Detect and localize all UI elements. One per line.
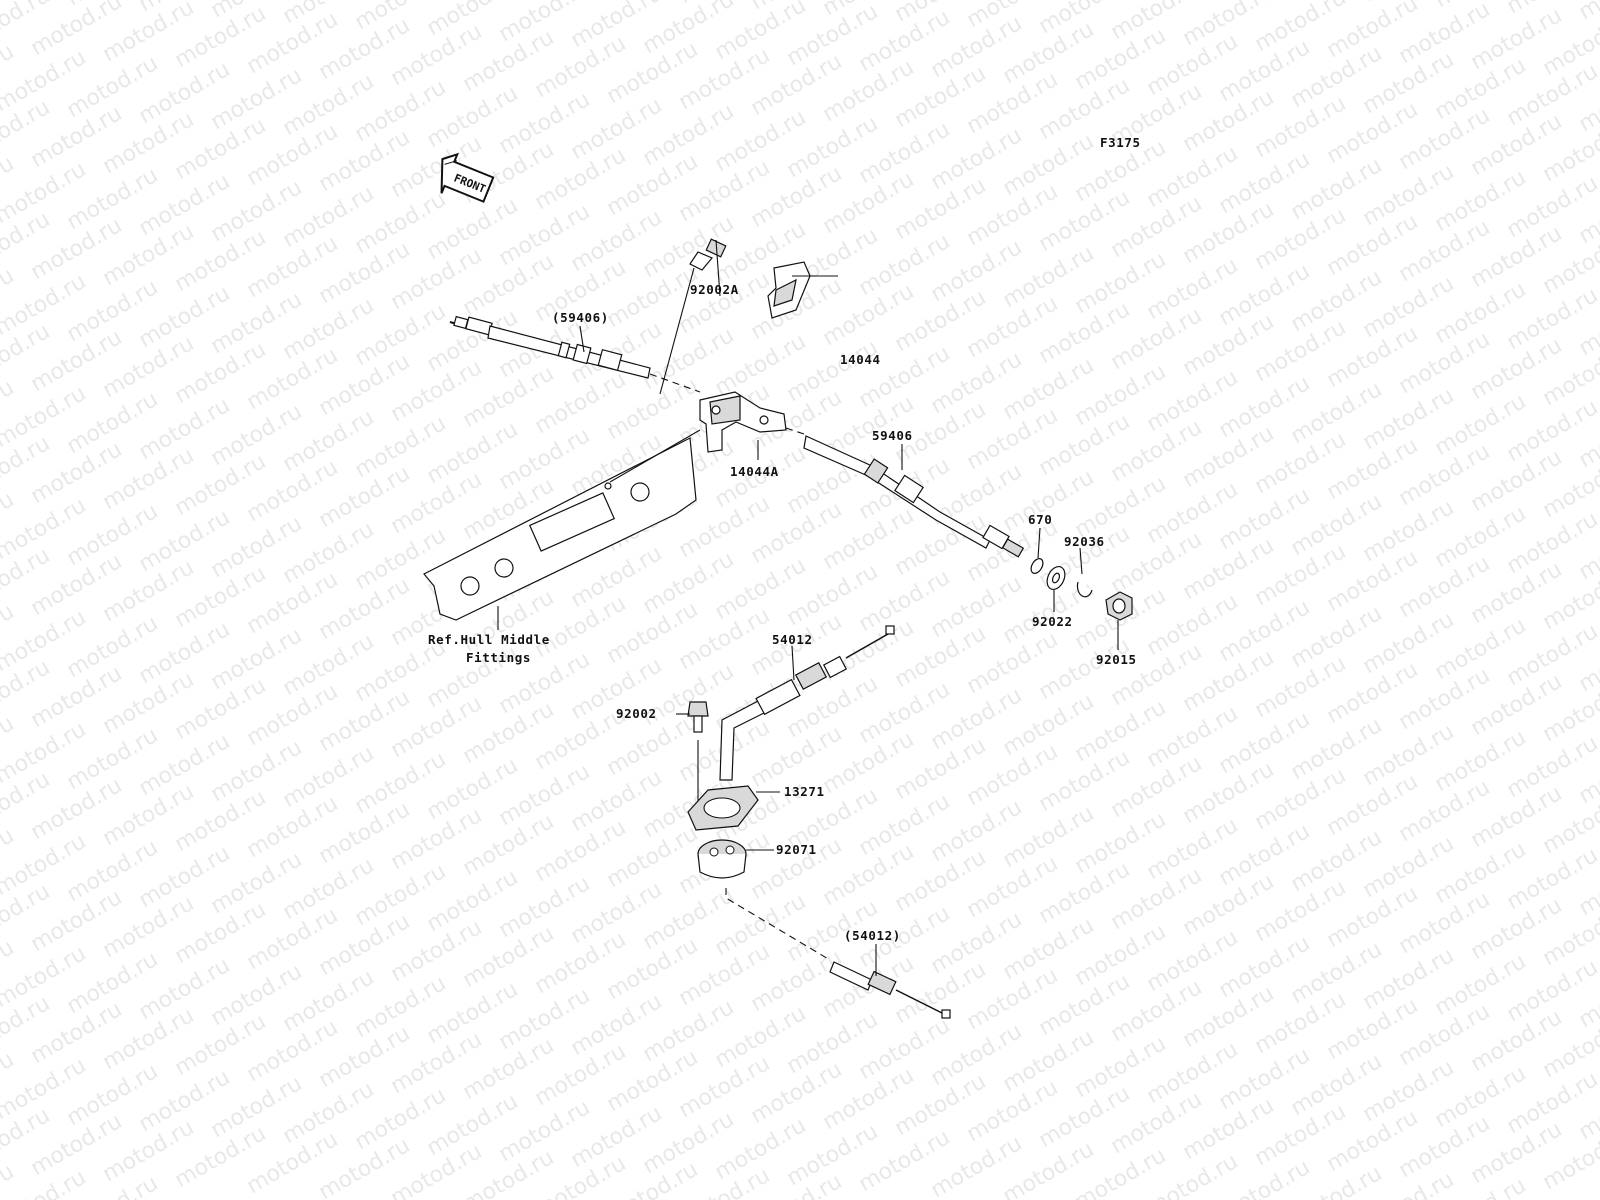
bolt-92002 <box>687 701 709 733</box>
bolt-leader-line <box>659 267 695 395</box>
callout-92002: 92002 <box>616 706 657 721</box>
callout-14044A: 14044A <box>730 464 779 479</box>
bracket-14044A <box>699 391 787 453</box>
front-arrow-icon: FRONT <box>440 152 495 203</box>
gasket-13271 <box>687 785 759 831</box>
callout-13271: 13271 <box>784 784 825 799</box>
callout-14044: 14044 <box>840 352 881 367</box>
figure-code: F3175 <box>1100 135 1141 150</box>
dash-link-2 <box>725 888 831 961</box>
hull-plate <box>423 437 697 621</box>
callout-54012-ref: (54012) <box>844 928 901 943</box>
callout-92002A: 92002A <box>690 282 739 297</box>
callout-59406-ref: (59406) <box>552 310 609 325</box>
reference-note-line2: Fittings <box>466 650 531 665</box>
callout-92036: 92036 <box>1064 534 1105 549</box>
cable-54012-end <box>829 961 951 1019</box>
watermark-text: motod.ru <box>1575 0 1600 25</box>
callout-92022: 92022 <box>1032 614 1073 629</box>
dash-link-1 <box>649 373 701 393</box>
callout-670: 670 <box>1028 512 1052 527</box>
callout-59406: 59406 <box>872 428 913 443</box>
plate-leader-line <box>609 429 701 483</box>
bolt-92002A <box>689 238 727 271</box>
grommet-92071 <box>697 839 747 879</box>
cable-59406-front <box>785 427 1025 558</box>
leader-lines <box>497 239 1119 976</box>
washer-92022 <box>1046 566 1066 590</box>
callout-92071: 92071 <box>776 842 817 857</box>
lock-washer-92036 <box>1076 581 1093 598</box>
cable-59406-rear <box>449 315 651 379</box>
cable-54012 <box>719 625 895 781</box>
callout-92015: 92015 <box>1096 652 1137 667</box>
callout-54012: 54012 <box>772 632 813 647</box>
o-ring-670 <box>1030 558 1044 574</box>
reference-note-line1: Ref.Hull Middle <box>428 632 550 647</box>
watermark-text: motod.ru <box>0 1159 18 1200</box>
nut-92015 <box>1105 591 1133 621</box>
